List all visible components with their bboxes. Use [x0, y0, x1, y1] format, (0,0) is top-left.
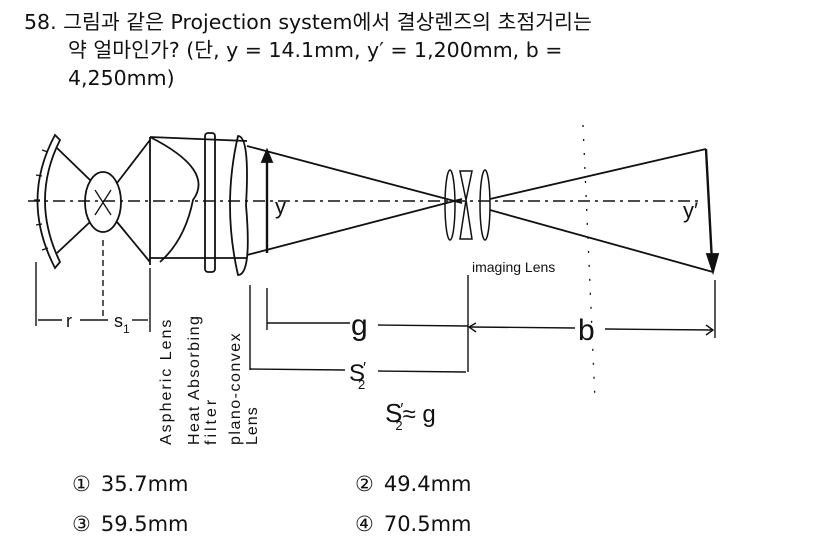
imaging-lens — [444, 169, 491, 241]
lamp — [84, 171, 122, 233]
option-4[interactable]: ④ 70.5mm — [355, 512, 472, 536]
question-line-3: 4,250mm) — [68, 66, 175, 90]
reflector-hatch — [34, 149, 49, 251]
ray — [116, 139, 151, 184]
label-lens: Lens — [244, 406, 261, 445]
ray — [149, 136, 248, 142]
option-1[interactable]: ① 35.7mm — [72, 472, 189, 496]
ray — [489, 209, 714, 273]
question-line-2: 약 얼마인가? (단, y = 14.1mm, y′ = 1,200mm, b … — [68, 38, 563, 62]
option-text: 70.5mm — [383, 512, 472, 536]
dotted-reference-line — [582, 124, 596, 401]
label-r: r — [66, 311, 72, 331]
option-mark: ③ — [72, 512, 91, 536]
reflector — [36, 133, 62, 270]
ray — [56, 221, 91, 254]
label-s1: s1 — [114, 311, 130, 336]
ray — [246, 145, 463, 204]
label-g: g — [351, 309, 368, 342]
option-3[interactable]: ③ 59.5mm — [72, 512, 189, 536]
heat-absorbing-filter — [204, 132, 216, 273]
question-text-1: 그림과 같은 Projection system에서 결상렌즈의 초점거리는 — [63, 10, 592, 34]
option-mark: ② — [355, 472, 374, 496]
ray — [489, 148, 707, 200]
question-line-1: 58. 그림과 같은 Projection system에서 결상렌즈의 초점거… — [24, 8, 592, 36]
label-plano-convex: plano-convex — [227, 332, 244, 445]
label-b: b — [578, 314, 595, 347]
lamp-filament — [94, 189, 112, 216]
dimension-lines — [35, 240, 716, 373]
label-s2-prime: S′2 — [349, 360, 366, 392]
option-text: 35.7mm — [100, 472, 189, 496]
option-mark: ④ — [355, 512, 374, 536]
label-aspheric-lens: Aspheric Lens — [158, 318, 175, 445]
label-imaging-lens: imaging Lens — [472, 259, 555, 275]
label-heat-absorbing: Heat Absorbing — [186, 315, 203, 445]
question-number: 58. — [24, 10, 57, 34]
option-text: 49.4mm — [383, 472, 472, 496]
option-2[interactable]: ② 49.4mm — [355, 472, 472, 496]
question: 58. 그림과 같은 Projection system에서 결상렌즈의 초점거… — [24, 8, 592, 92]
ray — [246, 198, 463, 256]
option-text: 59.5mm — [100, 512, 189, 536]
label-y: y — [275, 194, 286, 219]
image-arrow — [704, 148, 714, 263]
label-y-prime: y′ — [683, 198, 698, 223]
label-s2-approx-g: S′2≈ g — [385, 398, 436, 433]
ray — [116, 221, 151, 263]
plano-convex-lens — [229, 135, 249, 276]
label-filter: filter — [203, 397, 220, 445]
image-arrowhead — [705, 253, 720, 276]
object-arrowhead — [260, 147, 274, 163]
option-mark: ① — [72, 472, 91, 496]
aspheric-lens — [149, 136, 200, 265]
ray — [56, 147, 91, 181]
